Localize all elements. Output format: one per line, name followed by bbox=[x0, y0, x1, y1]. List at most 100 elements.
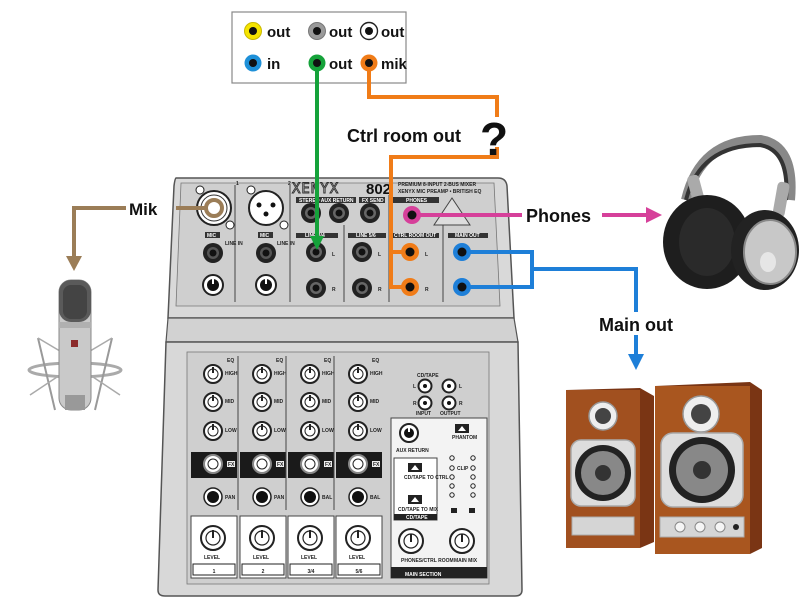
label-l: L bbox=[425, 252, 428, 258]
label-r: R bbox=[425, 287, 429, 293]
headphones-image bbox=[663, 134, 799, 290]
legend-item-green-out: out bbox=[308, 54, 352, 73]
channel-number: 5/6 bbox=[356, 569, 363, 575]
cd-tape-rca-jacks bbox=[417, 378, 457, 411]
phones-cable bbox=[403, 206, 662, 224]
legend-label: out bbox=[329, 24, 352, 41]
label-output: OUTPUT bbox=[440, 411, 461, 417]
label-fx: FX bbox=[228, 462, 235, 468]
channel-number: 2 bbox=[262, 569, 265, 575]
label-clip: CLIP bbox=[457, 466, 469, 472]
label-cd-tape-to-ctrl: CD/TAPE TO CTRL bbox=[404, 475, 449, 481]
ctrl-room-out-label: Ctrl room out bbox=[347, 126, 461, 146]
label-l: L bbox=[459, 384, 462, 390]
label-mic: MIC bbox=[260, 233, 270, 239]
label-line-5-6: LINE 5/6 bbox=[356, 233, 376, 239]
label-eq-band: MID bbox=[225, 399, 235, 405]
green-cable bbox=[310, 70, 324, 250]
label-pan: PAN bbox=[225, 495, 236, 501]
label-fx: FX bbox=[325, 462, 332, 468]
legend-item-orange-mik: mik bbox=[360, 54, 408, 73]
mik-label: Mik bbox=[129, 200, 158, 219]
arrow-down-icon bbox=[628, 354, 644, 370]
label-fx-send: FX SEND bbox=[362, 198, 384, 204]
legend-box: out out out in out mik bbox=[231, 11, 408, 84]
label-aux-return: AUX RETURN bbox=[396, 448, 429, 454]
label-cd-tape-to-mix: CD/TAPE TO MIX bbox=[398, 507, 439, 513]
label-eq-band: HIGH bbox=[274, 371, 287, 377]
label-phantom: PHANTOM bbox=[452, 435, 477, 441]
screw-icon bbox=[246, 185, 256, 195]
main-section: CD/TAPE L L R R INPUT OUTPUT AUX RETURN … bbox=[390, 373, 488, 579]
level-meter: CLIP bbox=[449, 465, 476, 498]
legend-item-gray-out: out bbox=[308, 22, 352, 41]
channel-number: 3/4 bbox=[308, 569, 315, 575]
label-level: LEVEL bbox=[253, 555, 269, 561]
label-ctrl-room-out: CTRL ROOM OUT bbox=[394, 233, 436, 239]
label-fx: FX bbox=[373, 462, 380, 468]
label-cd-tape: CD/TAPE bbox=[417, 373, 439, 379]
label-r: R bbox=[332, 287, 336, 293]
mixer-tagline: XENYX MIC PREAMP • BRITISH EQ bbox=[398, 189, 481, 195]
label-line-in: LINE IN bbox=[225, 241, 243, 247]
label-stereo-aux-return: STEREO AUX RETURN bbox=[299, 198, 354, 204]
channel-number: 2 bbox=[288, 181, 291, 187]
speakers-image bbox=[566, 382, 762, 554]
label-level: LEVEL bbox=[301, 555, 317, 561]
legend-label: in bbox=[267, 56, 280, 73]
xlr-input-ch2 bbox=[248, 190, 284, 226]
label-pan: BAL bbox=[370, 495, 380, 501]
arrow-down-icon bbox=[66, 256, 82, 271]
screw-icon bbox=[279, 220, 289, 230]
label-pan: BAL bbox=[322, 495, 332, 501]
label-eq-band: HIGH bbox=[322, 371, 335, 377]
fx-send-jack bbox=[360, 203, 380, 223]
speaker-left bbox=[566, 388, 654, 548]
screw-icon bbox=[225, 220, 235, 230]
arrow-right-icon bbox=[646, 207, 662, 223]
label-eq: EQ bbox=[227, 358, 234, 364]
line-3-4-jacks: L R bbox=[306, 242, 336, 298]
main-out-cable bbox=[453, 243, 644, 370]
label-eq-band: LOW bbox=[225, 428, 237, 434]
label-phones-ctrl-room: PHONES/CTRL ROOM bbox=[401, 558, 454, 564]
label-line-in: LINE IN bbox=[277, 241, 295, 247]
label-pan: PAN bbox=[274, 495, 285, 501]
microphone-image bbox=[27, 279, 123, 411]
label-main-mix: MAIN MIX bbox=[454, 558, 478, 564]
mik-cable bbox=[66, 198, 224, 271]
phantom-led bbox=[470, 455, 476, 461]
main-out-label: Main out bbox=[599, 315, 673, 335]
label-r: R bbox=[459, 401, 463, 407]
label-r: R bbox=[378, 287, 382, 293]
label-eq-band: HIGH bbox=[225, 371, 238, 377]
label-eq-band: MID bbox=[370, 399, 380, 405]
legend-item-yellow-out: out bbox=[244, 22, 290, 41]
channel-strips: EQHIGHMIDLOWFXPANLEVEL1EQHIGHMIDLOWFXPAN… bbox=[190, 356, 383, 579]
speaker-right bbox=[655, 382, 762, 554]
mixer: XENYX 802 PREMIUM 8-INPUT 2-BUS MIXER XE… bbox=[157, 177, 523, 597]
power-led bbox=[449, 455, 455, 461]
label-main-section: MAIN SECTION bbox=[405, 572, 442, 578]
legend-label: out bbox=[267, 24, 290, 41]
label-mic: MIC bbox=[207, 233, 217, 239]
orange-cable: L R bbox=[367, 70, 499, 296]
mixer-model: 802 bbox=[366, 181, 391, 198]
label-eq: EQ bbox=[276, 358, 283, 364]
arrow-down-icon bbox=[310, 236, 324, 250]
label-level: LEVEL bbox=[204, 555, 220, 561]
phones-label: Phones bbox=[526, 206, 591, 226]
legend-item-blue-in: in bbox=[244, 54, 280, 73]
label-eq-band: LOW bbox=[274, 428, 286, 434]
legend-label: out bbox=[381, 24, 404, 41]
legend-item-white-out: out bbox=[359, 21, 404, 41]
label-l: L bbox=[378, 252, 381, 258]
label-eq-band: LOW bbox=[322, 428, 334, 434]
label-input: INPUT bbox=[416, 411, 431, 417]
label-eq-band: MID bbox=[322, 399, 332, 405]
label-l: L bbox=[413, 384, 416, 390]
